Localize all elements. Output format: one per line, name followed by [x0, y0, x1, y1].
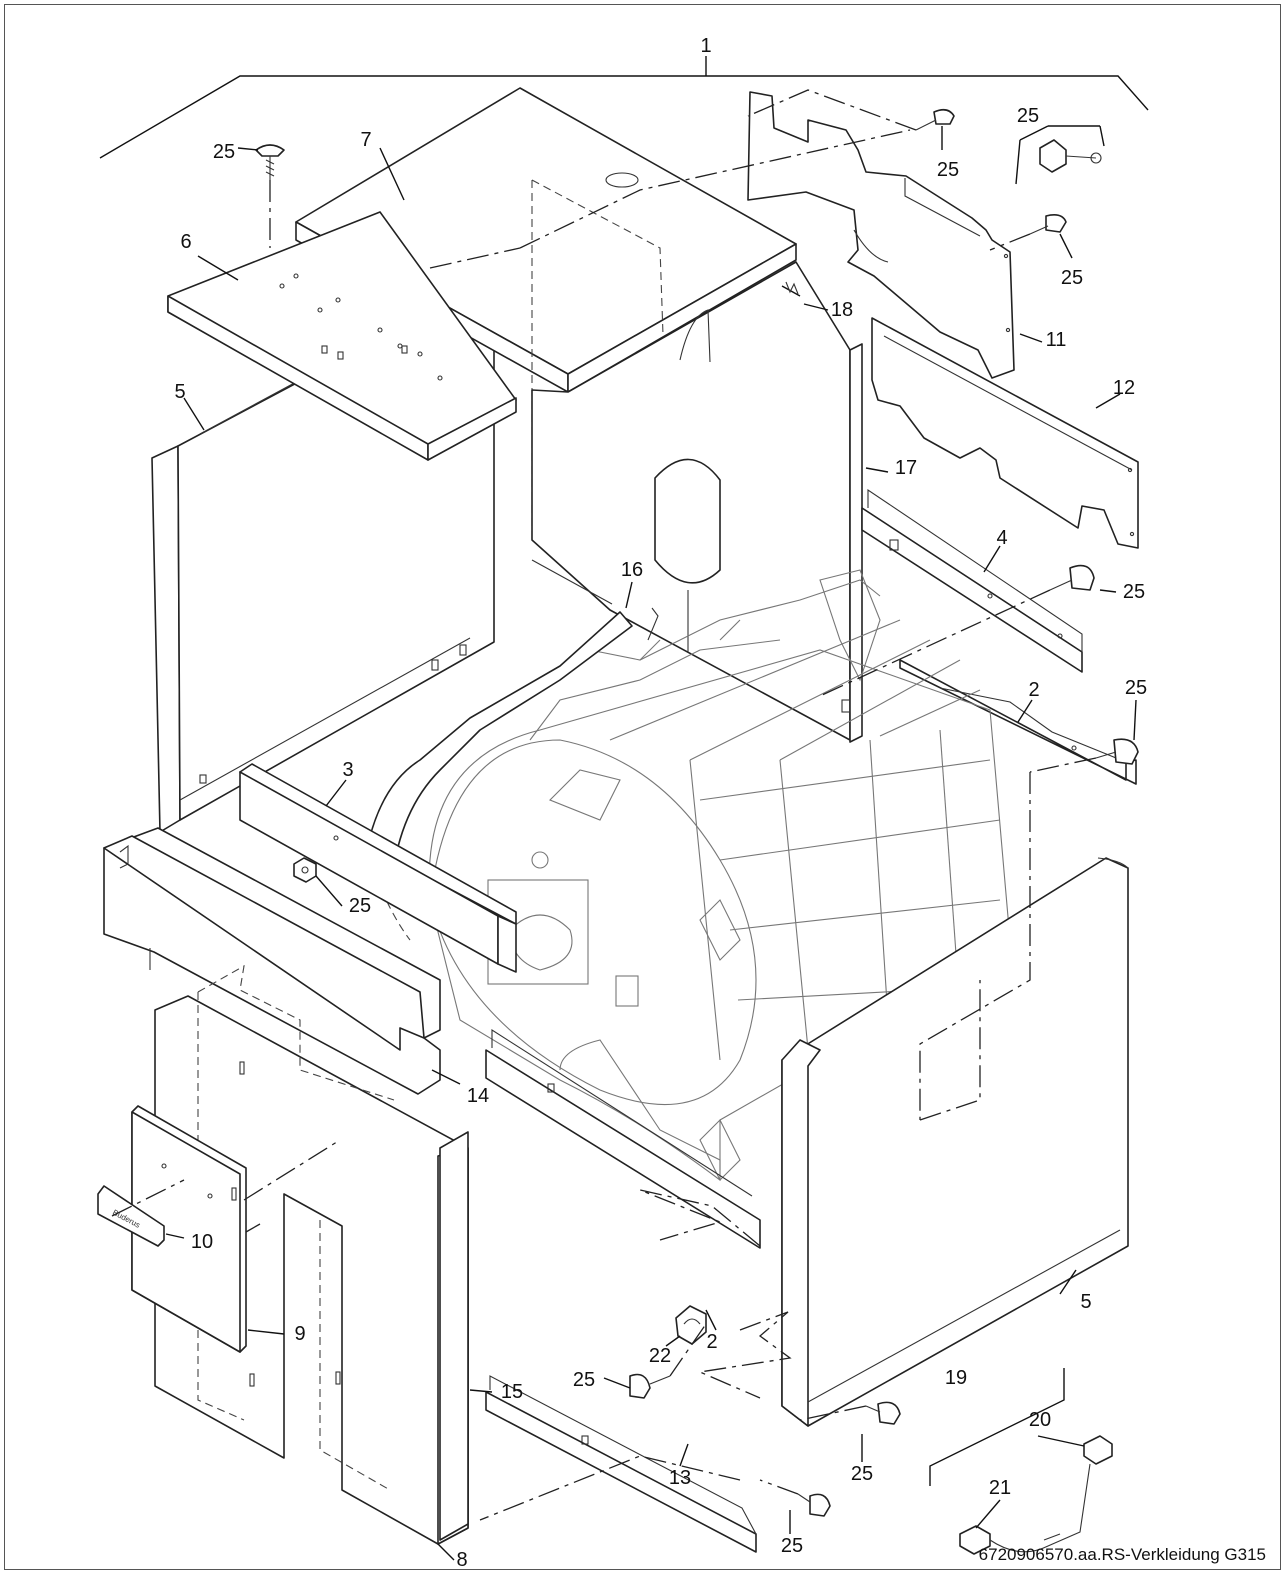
callout-14: 14 — [467, 1085, 489, 1107]
top-cover-front — [167, 211, 517, 461]
callout-5-left: 5 — [174, 381, 185, 403]
cable-kit — [929, 1368, 1113, 1555]
assembly-lines — [111, 89, 1097, 1521]
screw-lower-mid — [629, 1373, 671, 1399]
callout-21: 21 — [989, 1477, 1011, 1499]
drawing-caption: 6720906570.aa.RS-Verkleidung G315 — [979, 1545, 1266, 1564]
front-frame-edge — [439, 1131, 469, 1541]
callout-13: 13 — [669, 1467, 691, 1489]
callout-7: 7 — [360, 129, 371, 151]
callout-25: 25 — [937, 159, 959, 181]
callout-25: 25 — [851, 1463, 873, 1485]
callout-20: 20 — [1029, 1409, 1051, 1431]
callout-9: 9 — [294, 1323, 305, 1345]
callout-5-right: 5 — [1080, 1291, 1091, 1313]
callout-10: 10 — [191, 1231, 213, 1253]
callout-11: 11 — [1046, 329, 1067, 351]
callout-4: 4 — [996, 527, 1007, 549]
callout-25: 25 — [1123, 581, 1145, 603]
side-panel-right — [781, 857, 1129, 1427]
callout-25: 25 — [349, 895, 371, 917]
callout-2-lower: 2 — [706, 1331, 717, 1353]
callout-18: 18 — [831, 299, 853, 321]
callout-25: 25 — [1017, 105, 1039, 127]
clip — [675, 1305, 707, 1345]
callout-25: 25 — [781, 1535, 803, 1557]
nut-front — [293, 857, 317, 883]
screw-top-right-a — [915, 108, 955, 131]
screw-rail-upper — [1049, 564, 1095, 591]
callout-3: 3 — [342, 759, 353, 781]
callout-15: 15 — [501, 1381, 523, 1403]
drawing-frame — [4, 4, 1281, 1570]
callout-25: 25 — [213, 141, 235, 163]
callout-25: 25 — [573, 1369, 595, 1391]
screw-top-left — [255, 144, 285, 180]
callout-1: 1 — [700, 35, 711, 57]
screw-rail-right — [1095, 738, 1139, 765]
callout-17: 17 — [895, 457, 917, 479]
fastener-top-right — [1039, 139, 1102, 173]
rear-panel-lower — [871, 317, 1139, 549]
front-insulation — [103, 827, 441, 1095]
callout-25: 25 — [1125, 677, 1147, 699]
screw-lower-front — [797, 1493, 831, 1517]
callout-12: 12 — [1113, 377, 1135, 399]
front-cross-member — [239, 763, 517, 973]
screw-top-right-b — [1029, 214, 1067, 235]
leader-lines — [165, 125, 1137, 1561]
callout-19: 19 — [945, 1367, 967, 1389]
callout-2-upper: 2 — [1028, 679, 1039, 701]
callout-labels: 1 25 7 6 5 25 25 25 18 11 12 17 4 25 25 … — [174, 35, 1147, 1571]
callout-6: 6 — [180, 231, 191, 253]
front-door — [131, 1105, 247, 1353]
screw-lower-right — [865, 1401, 901, 1425]
rear-wall — [531, 179, 863, 743]
small-screw — [781, 281, 801, 297]
callout-25: 25 — [1061, 267, 1083, 289]
rail-lower-left — [485, 1028, 761, 1249]
rail-lower-front — [485, 1375, 757, 1553]
callout-8: 8 — [456, 1549, 467, 1571]
callout-22: 22 — [649, 1345, 671, 1367]
callout-16: 16 — [621, 559, 643, 581]
kit-bracket-1 — [99, 56, 1149, 159]
rail-upper-rear — [861, 488, 1083, 673]
